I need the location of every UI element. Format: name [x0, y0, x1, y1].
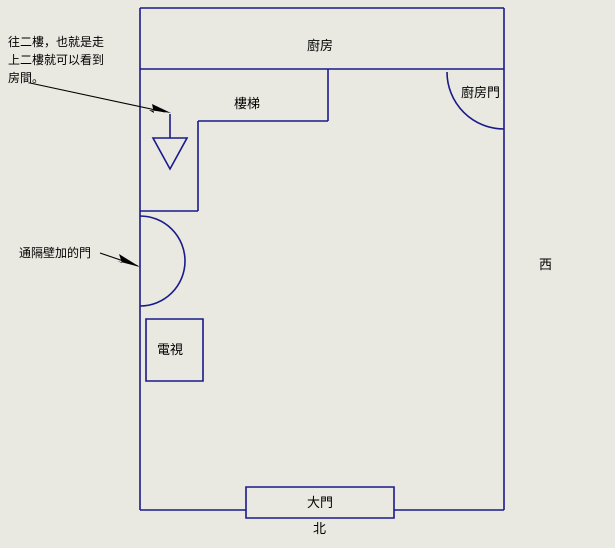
main-gate-box	[245, 486, 395, 519]
door-label-kitchen-door: 廚房門	[461, 86, 501, 101]
compass-label-west: 西	[539, 258, 553, 273]
door-label-main-gate: 大門	[307, 496, 334, 511]
upstairs-note-leader-line	[29, 82, 166, 113]
kitchen-door-swing-arc	[446, 71, 505, 130]
room-label-stairs: 樓梯	[234, 97, 261, 112]
partition-door-note-text: 通隔壁加的門	[19, 246, 92, 260]
upstairs-note-text: 往二樓，也就是走 上二樓就可以看到 房間。	[8, 35, 105, 85]
partition-door-swing-arc	[139, 215, 186, 307]
television-box	[145, 318, 204, 382]
compass-label-north: 北	[313, 522, 327, 537]
partition-door-note-arrowhead	[117, 254, 140, 267]
stairs-direction-triangle	[151, 137, 189, 171]
upstairs-note-arrowhead	[149, 104, 171, 113]
room-label-kitchen: 廚房	[307, 39, 334, 54]
room-label-television: 電視	[157, 343, 184, 358]
